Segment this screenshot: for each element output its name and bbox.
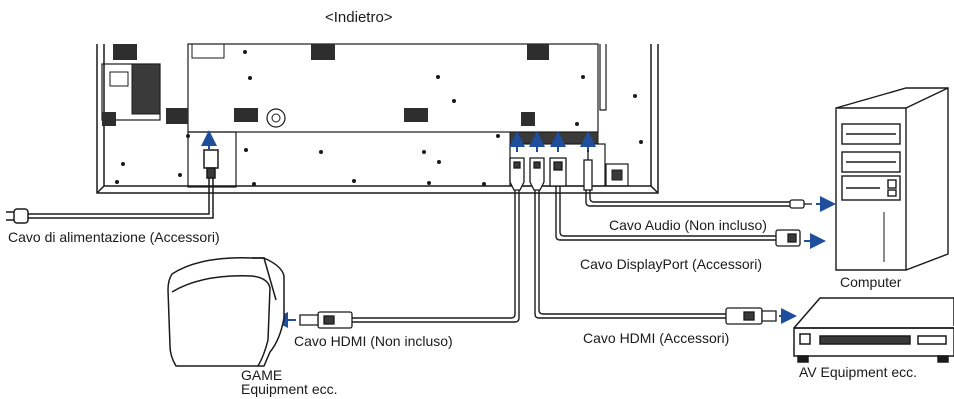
displayport-cable-label: Cavo DisplayPort (Accessori) [580, 256, 763, 272]
vent-grilles [102, 44, 549, 126]
game-label-line1: GAME [241, 367, 283, 383]
game-label-line2: Equipment ecc. [241, 381, 338, 397]
power-cable [6, 149, 219, 224]
page-title: <Indietro> [325, 9, 393, 26]
monitor-back [96, 43, 659, 194]
game-console-icon [167, 257, 285, 367]
computer-label: Computer [840, 274, 902, 290]
hdmi-cable-av-label: Cavo HDMI (Accessori) [583, 330, 730, 346]
power-cable-label: Cavo di alimentazione (Accessori) [8, 229, 220, 245]
cable-plugs [299, 199, 812, 329]
audio-cable-label: Cavo Audio (Non incluso) [609, 217, 767, 233]
av-equipment-label: AV Equipment ecc. [799, 364, 918, 380]
plugged-connectors [509, 150, 593, 191]
computer-icon [835, 87, 949, 271]
screw-holes [115, 50, 643, 186]
cable-direction-arrows [272, 196, 836, 328]
av-equipment-icon [793, 297, 954, 363]
hdmi-cable-game-label: Cavo HDMI (Non incluso) [294, 333, 453, 349]
connector-arrows [509, 131, 596, 152]
cables [352, 186, 790, 323]
